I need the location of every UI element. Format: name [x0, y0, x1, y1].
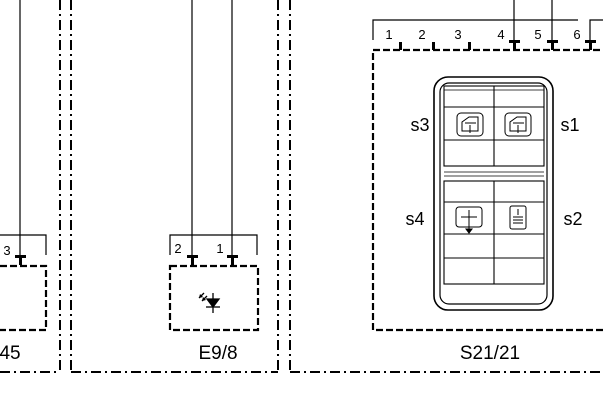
- pin-label: 2: [174, 241, 181, 256]
- wire: [589, 19, 603, 40]
- pin-label: 4: [497, 27, 504, 42]
- led-icon: [198, 292, 221, 313]
- connector-pin: [509, 40, 520, 50]
- pin-label: 3: [454, 27, 461, 42]
- section-frames: [0, 0, 603, 373]
- switch-label-s3: s3: [410, 115, 429, 135]
- wire: [0, 234, 47, 255]
- component-label: 45: [0, 343, 21, 364]
- window-up-down-icon: [504, 112, 532, 137]
- connector-pin: [15, 255, 26, 265]
- pin-label: 6: [573, 27, 580, 42]
- component-left-partial: 3 45: [0, 0, 48, 364]
- component-s21-21: 1 2 3 4 5 6: [371, 0, 603, 364]
- switch-label-s1: s1: [560, 115, 579, 135]
- pin-label: 2: [418, 27, 425, 42]
- connector-pin: [585, 40, 596, 50]
- wire-bracket: [372, 19, 578, 40]
- connector-pin-stub: [399, 42, 471, 50]
- switch-label-s4: s4: [405, 209, 424, 229]
- connector-pin: [547, 40, 558, 50]
- pin-label: 1: [216, 241, 223, 256]
- window-up-down-icon: [455, 206, 483, 234]
- window-up-down-icon: [509, 205, 527, 230]
- component-box: [0, 264, 48, 332]
- switch-module: [433, 76, 554, 311]
- pin-label: 3: [3, 243, 10, 258]
- connector-pin: [187, 255, 198, 265]
- pin-label: 5: [534, 27, 541, 42]
- component-box: [168, 264, 260, 332]
- component-box: [371, 48, 603, 332]
- component-e9-8: 2 1 E9/8: [168, 0, 260, 364]
- connector-pin: [227, 255, 238, 265]
- component-label: E9/8: [198, 343, 237, 364]
- component-label: S21/21: [460, 343, 520, 364]
- window-up-down-icon: [456, 112, 484, 137]
- pin-label: 1: [385, 27, 392, 42]
- wire-bracket: [169, 234, 258, 255]
- switch-label-s2: s2: [563, 209, 582, 229]
